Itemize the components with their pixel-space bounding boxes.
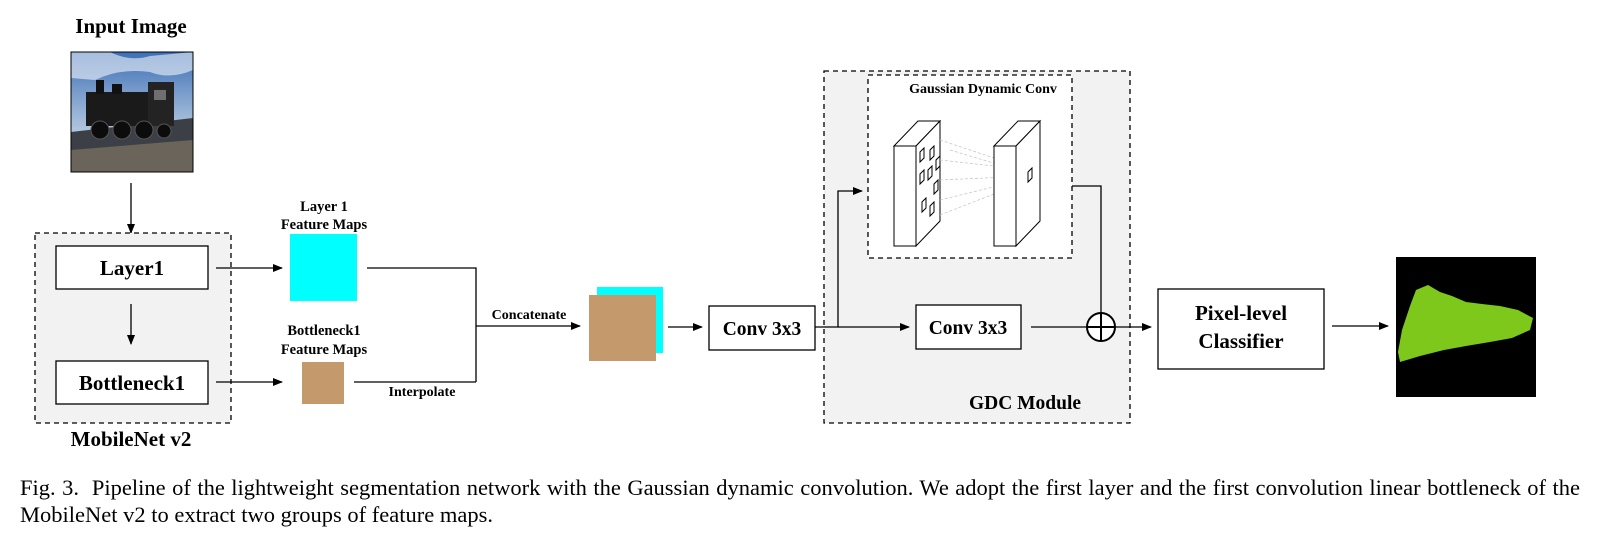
bottleneck1-box: [55, 360, 209, 405]
gaussian-dynamic-conv-title: Gaussian Dynamic Conv: [909, 82, 1057, 97]
gdc-conv-box: [915, 304, 1022, 350]
conv-main-box: [708, 305, 816, 351]
bottleneck1-feature-title-line1: Bottleneck1: [287, 323, 360, 339]
mobilenet-label: MobileNet v2: [71, 427, 192, 451]
layer1-feature-title-line1: Layer 1: [300, 199, 348, 215]
segmentation-output-image: [1396, 257, 1536, 397]
layer1-box: [55, 245, 209, 290]
figure-caption: Fig. 3. Pipeline of the lightweight segm…: [20, 474, 1580, 528]
classifier-label-line2: Classifier: [1198, 329, 1283, 353]
gdc-module-label: GDC Module: [969, 393, 1081, 414]
connector-dynamic-to-sum: [1072, 185, 1102, 313]
bottleneck1-feature-title-line2: Feature Maps: [281, 342, 368, 358]
gdc-conv-label: Conv 3x3: [929, 318, 1008, 339]
conv-main-label: Conv 3x3: [723, 319, 802, 340]
dynamic-conv-illustration: [892, 119, 1042, 248]
concat-map-tan: [589, 295, 656, 361]
connector-layer1-to-concat: [367, 267, 477, 382]
layer1-label: Layer1: [100, 256, 164, 280]
classifier-label-line1: Pixel-level: [1195, 301, 1287, 325]
concatenate-label: Concatenate: [492, 308, 567, 323]
connector-conv-to-gdc: [815, 187, 863, 328]
classifier-box: [1157, 288, 1325, 370]
sum-icon: [1086, 312, 1116, 342]
layer1-feature-map: [290, 234, 357, 301]
caption-prefix: Fig. 3.: [20, 475, 79, 500]
bottleneck1-label: Bottleneck1: [79, 371, 185, 395]
pipeline-diagram: Input Image Layer1 Bottleneck1 MobileNet…: [34, 14, 1536, 451]
layer1-feature-title-line2: Feature Maps: [281, 217, 368, 233]
interpolate-label: Interpolate: [389, 385, 456, 400]
bottleneck1-feature-map: [302, 362, 344, 404]
caption-text: Pipeline of the lightweight segmentation…: [20, 475, 1580, 527]
input-image: [70, 51, 194, 173]
input-image-title: Input Image: [75, 14, 186, 38]
